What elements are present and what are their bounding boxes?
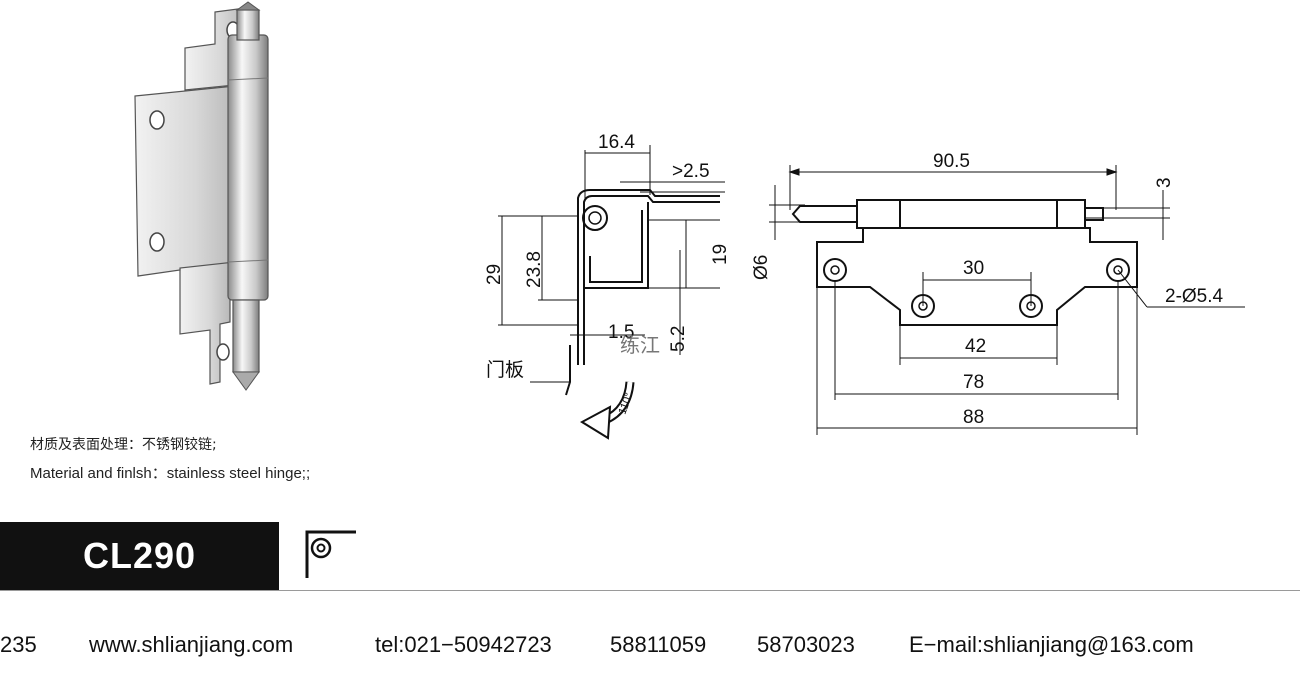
dim-29: 29: [484, 264, 505, 285]
dim-90-5: 90.5: [933, 151, 970, 172]
contact-footer: 235 www.shlianjiang.com tel:021−50942723…: [0, 632, 1300, 668]
dim-16-4: 16.4: [598, 132, 635, 153]
dim-42: 42: [965, 336, 986, 357]
dim-88: 88: [963, 407, 984, 428]
dim-3: 3: [1154, 177, 1175, 188]
door-panel-label: 门板: [486, 359, 524, 381]
divider-line: [0, 590, 1300, 591]
hinge-type-icon: [305, 530, 356, 578]
front-view-drawing: 90.5 3 Ø6 30 2-Ø5.4 42 78 88: [751, 151, 1245, 435]
phone-number-2: 58811059: [610, 632, 707, 657]
dim-78: 78: [963, 372, 984, 393]
dim-hole-callout: 2-Ø5.4: [1165, 286, 1224, 307]
dim-5-2: 5.2: [668, 326, 689, 352]
dim-19: 19: [710, 244, 731, 265]
dim-pin-dia: Ø6: [751, 255, 772, 280]
model-code: CL290: [82, 535, 197, 576]
model-bar: [0, 522, 279, 590]
material-text-en: Material and finlsh：stainless steel hing…: [30, 465, 311, 482]
dim-30: 30: [963, 258, 984, 279]
dim-23-8: 23.8: [524, 251, 545, 288]
watermark: 练江: [620, 333, 660, 357]
side-view-drawing: 16.4 >2.5 29 23.8 19 1.5 5.2 门板 练江 110°: [484, 132, 731, 440]
angle-label: 110°: [617, 391, 636, 416]
tel-number: tel:021−50942723: [375, 632, 552, 657]
contact-partial-number: 235: [0, 632, 37, 657]
email-link[interactable]: E−mail:shlianjiang@163.com: [909, 632, 1194, 657]
dim-1-5: 1.5: [608, 322, 634, 343]
dim-gap: >2.5: [672, 161, 710, 182]
material-text-cn: 材质及表面处理：不锈钢铰链;: [30, 437, 217, 453]
hinge-product-image: [134, 1, 269, 391]
phone-number-3: 58703023: [757, 632, 855, 657]
website-link[interactable]: www.shlianjiang.com: [89, 632, 294, 657]
